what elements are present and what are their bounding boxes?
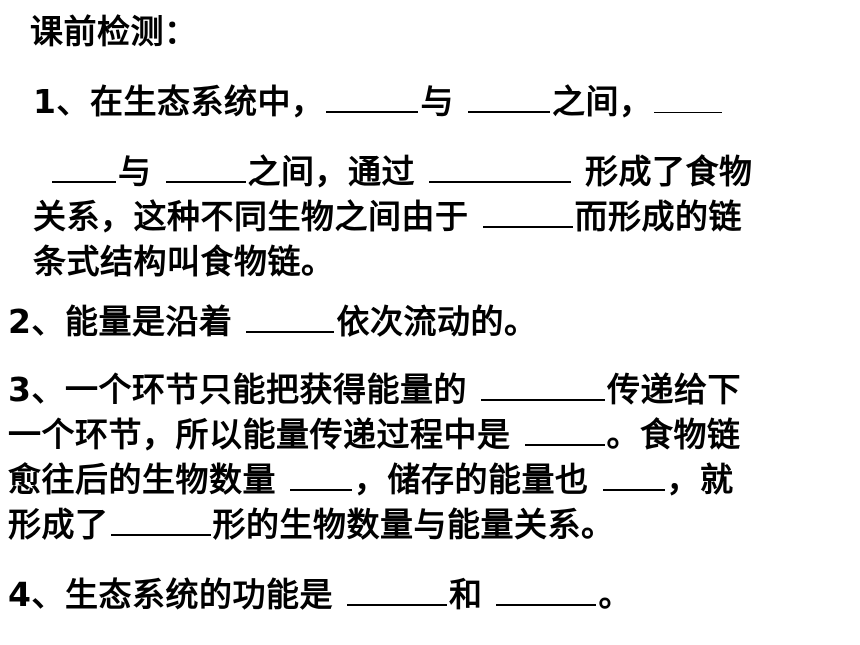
question-1-text: 与 [118,152,152,191]
answer-blank[interactable] [429,153,571,183]
answer-blank[interactable] [654,84,723,113]
question-1-line-3: 关系，这种不同生物之间由于 而形成的链 [33,197,742,237]
question-3-number: 3 [8,370,32,409]
answer-blank[interactable] [524,416,605,446]
question-3-line-3: 愈往后的生物数量 ，储存的能量也 ，就 [8,460,734,500]
question-1-text: 与 [420,82,454,121]
answer-blank[interactable] [52,153,116,183]
answer-blank[interactable] [290,461,352,491]
answer-blank[interactable] [482,198,573,228]
question-4-text: 和 [448,575,483,614]
answer-blank[interactable] [346,576,447,606]
slide-title: 课前检测： [30,12,198,51]
question-3-text: 、一个环节只能把获得能量的 [31,370,467,409]
question-2-line: 2、能量是沿着 依次流动的。 [8,302,537,342]
answer-blank[interactable] [467,83,550,113]
question-3-line-4: 形成了 形的生物数量与能量关系。 [8,505,615,545]
question-3-text: ，储存的能量也 [354,460,589,499]
question-1-text: 关系，这种不同生物之间由于 [33,197,469,236]
question-4-text: 。 [598,575,632,614]
question-1-text: 之间， [551,82,653,121]
question-4-line: 4、生态系统的功能是 和 。 [8,575,632,615]
question-2-text: 依次流动的。 [336,302,538,341]
question-1-text: 而形成的链 [574,197,742,236]
question-3-line-2: 一个环节，所以能量传递过程中是 。食物链 [8,415,741,455]
answer-blank[interactable] [480,371,605,401]
question-3-text: 一个环节，所以能量传递过程中是 [8,415,511,454]
question-3-text: 形成了 [8,505,109,544]
question-3-line-1: 3、一个环节只能把获得能量的 传递给下 [8,370,741,410]
question-1-number: 1 [33,82,57,121]
question-1-text: 、在生态系统中， [56,82,325,121]
answer-blank[interactable] [602,461,665,491]
question-4-text: 、生态系统的功能是 [31,575,333,614]
question-1-line-1: 1、在生态系统中， 与 之间， [33,82,724,122]
question-1-line-2: 与 之间，通过 形成了食物 [50,152,753,192]
question-3-text: 。食物链 [606,415,741,454]
question-3-text: 传递给下 [606,370,741,409]
question-4-number: 4 [8,575,32,614]
question-2-text: 、能量是沿着 [31,302,233,341]
answer-blank[interactable] [326,83,419,113]
question-1-text: 之间，通过 [247,152,415,191]
question-3-text: ，就 [666,460,734,499]
answer-blank[interactable] [165,153,246,183]
question-1-text: 形成了食物 [585,152,753,191]
question-2-number: 2 [8,302,32,341]
answer-blank[interactable] [110,506,211,536]
answer-blank[interactable] [496,576,597,606]
answer-blank[interactable] [246,303,335,333]
question-3-text: 愈往后的生物数量 [8,460,276,499]
question-3-text: 形的生物数量与能量关系。 [212,505,615,544]
question-1-line-4: 条式结构叫食物链。 [33,242,335,281]
